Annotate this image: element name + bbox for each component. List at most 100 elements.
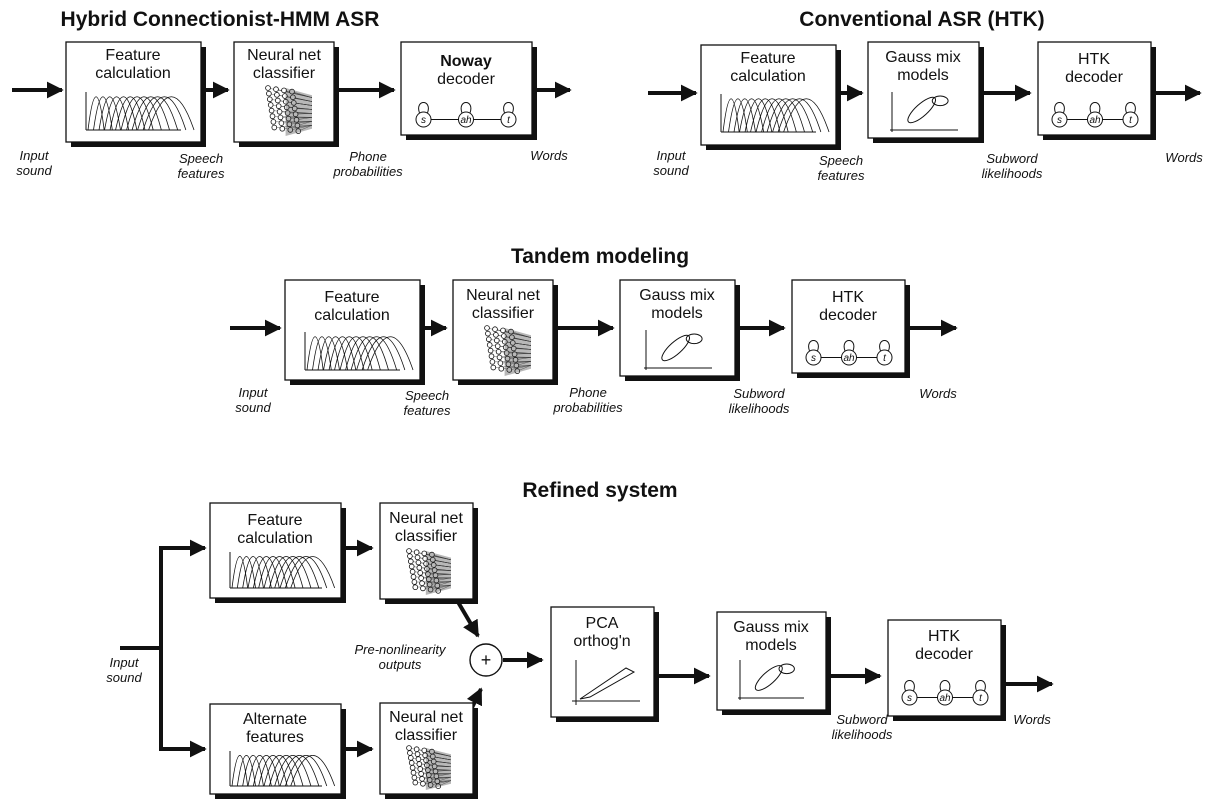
box-label: PCA xyxy=(586,615,619,632)
box-gauss-mix: Gauss mix models xyxy=(716,611,831,715)
box-neural-net-top: Neural net classifier xyxy=(379,502,478,604)
label-words: Words xyxy=(1165,150,1203,165)
conventional-pipeline: Feature calculation Gauss mix models HTK… xyxy=(648,41,1203,183)
hmm-state-label: t xyxy=(979,693,983,704)
label-speech-features: Speech xyxy=(179,151,223,166)
box-label: models xyxy=(745,637,797,654)
box-label: classifier xyxy=(253,65,316,82)
box-label: Gauss mix xyxy=(885,49,961,66)
box-neural-net: Neural net classifier xyxy=(233,41,339,147)
box-label: Neural net xyxy=(389,510,463,527)
box-neural-net-bottom: Neural net classifier xyxy=(379,702,478,799)
label-input: sound xyxy=(235,400,271,415)
box-gauss-mix: Gauss mix models xyxy=(867,41,984,143)
box-label: Neural net xyxy=(466,287,540,304)
hmm-state-label: s xyxy=(1057,115,1062,126)
label-subword-likelihoods: likelihoods xyxy=(832,727,893,742)
refined-pipeline: Feature calculation Neural net classifie… xyxy=(106,502,1054,799)
label-speech-features: Speech xyxy=(405,388,449,403)
box-label: HTK xyxy=(832,289,864,306)
hmm-state-label: s xyxy=(811,353,816,364)
box-label: decoder xyxy=(1065,69,1123,86)
label-pre-nonlinearity: outputs xyxy=(379,657,422,672)
box-label: Gauss mix xyxy=(733,619,809,636)
filterbank-icon xyxy=(229,552,336,589)
label-input: Input xyxy=(239,385,269,400)
box-label: classifier xyxy=(395,528,458,545)
gaussian-ellipses-icon xyxy=(644,330,712,370)
gaussian-ellipses-icon xyxy=(890,92,958,132)
label-speech-features: features xyxy=(404,403,451,418)
arrow-split-bottom xyxy=(159,648,207,758)
box-label: calculation xyxy=(95,65,171,82)
hmm-state-label: ah xyxy=(939,693,951,704)
box-label: Feature xyxy=(740,50,795,67)
box-label: Gauss mix xyxy=(639,287,715,304)
hybrid-pipeline: Feature calculation Neural net classifie… xyxy=(12,41,572,181)
label-phone-probabilities: Phone xyxy=(349,149,387,164)
label-phone-probabilities: probabilities xyxy=(332,164,403,179)
box-label: Feature xyxy=(247,512,302,529)
hmm-state-label: ah xyxy=(460,115,472,126)
title-tandem: Tandem modeling xyxy=(511,245,689,268)
box-label: HTK xyxy=(928,628,960,645)
label-input: Input xyxy=(20,148,50,163)
box-feature-calculation: Feature calculation xyxy=(284,279,425,385)
box-label: features xyxy=(246,729,304,746)
neural-net-icon xyxy=(406,548,452,595)
gaussian-ellipses-icon xyxy=(738,660,804,700)
box-feature-calculation: Feature calculation xyxy=(65,41,206,147)
box-feature-calculation: Feature calculation xyxy=(209,502,346,603)
label-speech-features: Speech xyxy=(819,153,863,168)
box-neural-net: Neural net classifier xyxy=(452,279,558,385)
box-label: orthog'n xyxy=(573,633,630,650)
label-speech-features: features xyxy=(818,168,865,183)
box-alternate-features: Alternate features xyxy=(209,703,346,799)
label-input: Input xyxy=(110,655,140,670)
sum-node: + xyxy=(469,643,503,677)
box-feature-calculation: Feature calculation xyxy=(700,44,841,150)
label-words: Words xyxy=(530,148,568,163)
label-subword-likelihoods: Subword xyxy=(733,386,785,401)
title-refined: Refined system xyxy=(522,479,677,502)
hmm-state-label: t xyxy=(883,353,887,364)
filterbank-icon xyxy=(85,92,195,131)
filterbank-icon xyxy=(720,94,830,133)
hmm-state-label: s xyxy=(421,115,426,126)
label-phone-probabilities: Phone xyxy=(569,385,607,400)
box-label: decoder xyxy=(437,71,495,88)
box-label: calculation xyxy=(730,68,806,85)
label-subword-likelihoods: Subword xyxy=(986,151,1038,166)
hmm-state-label: ah xyxy=(1089,115,1101,126)
box-label: decoder xyxy=(915,646,973,663)
label-input: sound xyxy=(106,670,142,685)
hmm-states-icon: s ah t xyxy=(1051,102,1139,128)
box-label: models xyxy=(651,305,703,322)
tandem-pipeline: Feature calculation Neural net classifie… xyxy=(230,279,958,418)
filterbank-icon xyxy=(304,332,414,371)
box-label: Noway xyxy=(440,53,492,70)
box-label: Neural net xyxy=(389,709,463,726)
label-words: Words xyxy=(1013,712,1051,727)
filterbank-icon xyxy=(229,751,336,787)
hmm-state-label: t xyxy=(1129,115,1133,126)
title-conventional: Conventional ASR (HTK) xyxy=(799,8,1044,31)
box-label: calculation xyxy=(314,307,390,324)
label-subword-likelihoods: likelihoods xyxy=(982,166,1043,181)
label-input: sound xyxy=(653,163,689,178)
arrow-to-sum xyxy=(456,600,480,638)
box-label: models xyxy=(897,67,949,84)
label-input: sound xyxy=(16,163,52,178)
neural-net-icon xyxy=(484,325,532,376)
plus-icon: + xyxy=(481,650,492,670)
box-label: Neural net xyxy=(247,47,321,64)
label-pre-nonlinearity: Pre-nonlinearity xyxy=(354,642,447,657)
box-label: decoder xyxy=(819,307,877,324)
box-label: calculation xyxy=(237,530,313,547)
